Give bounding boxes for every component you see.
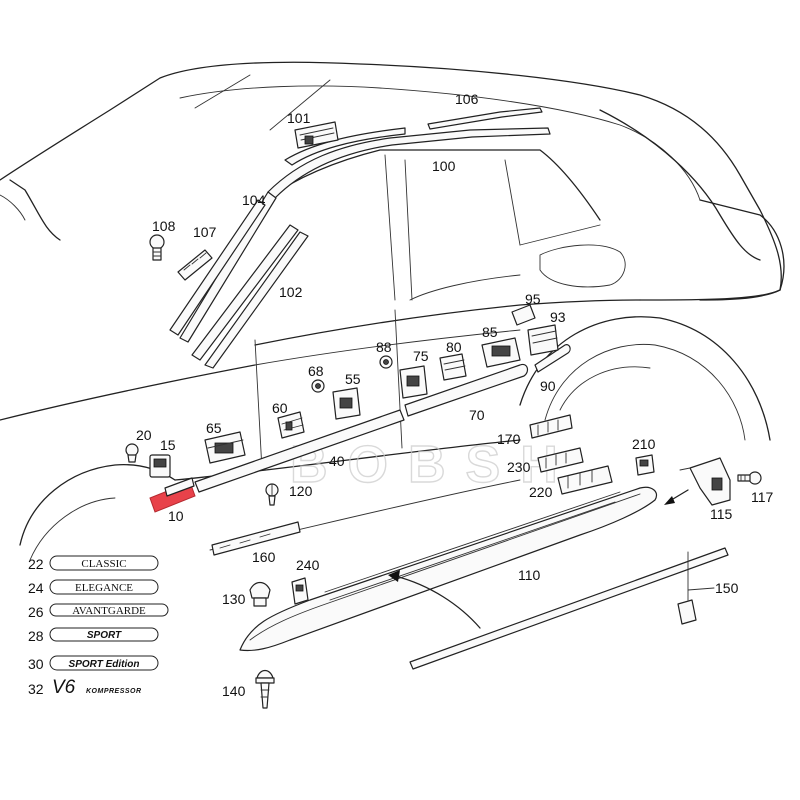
- label-20: 20: [136, 427, 152, 443]
- label-230: 230: [507, 459, 531, 475]
- sill-strip-160: [211, 521, 301, 556]
- end-trim-90: [534, 344, 571, 373]
- rocker-panel-110: [239, 486, 658, 652]
- svg-text:SPORT Edition: SPORT Edition: [69, 659, 140, 670]
- bracket-85: [481, 337, 521, 368]
- nut-130: [249, 581, 271, 607]
- label-40: 40: [329, 453, 345, 469]
- badge-sport: SPORT: [49, 627, 159, 642]
- badge-elegance: ELEGANCE: [49, 579, 159, 595]
- label-80: 80: [446, 339, 462, 355]
- label-130: 130: [222, 591, 246, 607]
- clip-60: [277, 411, 305, 439]
- badge-number-28: 28: [28, 628, 44, 644]
- part-number-labels: 106 101 100 104 108 107 102 95 93 85 88 …: [136, 91, 774, 699]
- badge-avantgarde: AVANTGARDE: [49, 603, 169, 617]
- clip-95: [511, 304, 536, 326]
- trim-piece-left: [164, 477, 195, 497]
- label-104: 104: [242, 192, 266, 208]
- screw-117: [737, 471, 762, 485]
- bracket-75: [399, 365, 428, 399]
- label-102: 102: [279, 284, 303, 300]
- badges-legend: CLASSIC ELEGANCE AVANTGARDE SPORT SPORT …: [28, 555, 169, 698]
- label-10: 10: [168, 508, 184, 524]
- label-220: 220: [529, 484, 553, 500]
- svg-text:ELEGANCE: ELEGANCE: [75, 582, 133, 594]
- label-95: 95: [525, 291, 541, 307]
- label-101: 101: [287, 110, 311, 126]
- nut-68: [311, 379, 325, 393]
- screw-120: [265, 483, 279, 506]
- badge-number-26: 26: [28, 604, 44, 620]
- nut-88: [379, 355, 393, 369]
- badge-number-30: 30: [28, 656, 44, 672]
- label-75: 75: [413, 348, 429, 364]
- bracket-115: [679, 457, 731, 506]
- label-70: 70: [469, 407, 485, 423]
- watermark-text: BOBSH: [290, 436, 578, 494]
- label-55: 55: [345, 371, 361, 387]
- svg-text:SPORT: SPORT: [87, 630, 122, 641]
- label-100: 100: [432, 158, 456, 174]
- svg-text:CLASSIC: CLASSIC: [81, 558, 126, 570]
- label-107: 107: [193, 224, 217, 240]
- label-85: 85: [482, 324, 498, 340]
- label-150: 150: [715, 580, 739, 596]
- clip-240: [291, 577, 309, 605]
- label-90: 90: [540, 378, 556, 394]
- label-240: 240: [296, 557, 320, 573]
- badge-number-22: 22: [28, 556, 44, 572]
- label-93: 93: [550, 309, 566, 325]
- clip-101: [294, 121, 339, 149]
- push-clip-140: [255, 669, 275, 709]
- roof-rail-molding-100: [267, 127, 551, 199]
- bracket-65: [204, 431, 246, 464]
- clip-15: [149, 454, 171, 478]
- door-molding-70: [404, 363, 529, 417]
- direction-arrow-large: [388, 570, 481, 629]
- clip-150-small: [677, 551, 697, 625]
- badge-number-32: 32: [28, 681, 44, 697]
- label-65: 65: [206, 420, 222, 436]
- label-170: 170: [497, 431, 521, 447]
- label-60: 60: [272, 400, 288, 416]
- svg-text:V6: V6: [52, 677, 76, 698]
- label-115: 115: [710, 506, 733, 522]
- clip-170: [529, 414, 573, 439]
- label-68: 68: [308, 363, 324, 379]
- badge-v6-kompressor: V6 KOMPRESSOR: [52, 677, 142, 698]
- label-120: 120: [289, 483, 313, 499]
- screw-108: [149, 234, 165, 261]
- label-140: 140: [222, 683, 246, 699]
- direction-arrow-small: [664, 489, 689, 505]
- a-pillar-molding-104: [169, 191, 277, 343]
- screw-20: [125, 443, 139, 463]
- badge-number-24: 24: [28, 580, 44, 596]
- badge-sport-edition: SPORT Edition: [49, 655, 159, 671]
- badge-classic: CLASSIC: [49, 555, 159, 571]
- label-106: 106: [455, 91, 479, 107]
- clip-80: [439, 353, 467, 381]
- label-15: 15: [160, 437, 176, 453]
- label-88: 88: [376, 339, 392, 355]
- clip-210: [635, 454, 655, 476]
- door-molding-40: [194, 409, 405, 493]
- clip-230: [537, 447, 584, 473]
- roof-molding-106: [427, 107, 543, 130]
- clip-107: [177, 249, 213, 281]
- svg-text:KOMPRESSOR: KOMPRESSOR: [86, 688, 142, 695]
- clip-93: [527, 324, 559, 356]
- label-160: 160: [252, 549, 276, 565]
- lower-strip-150: [409, 547, 729, 670]
- label-210: 210: [632, 436, 656, 452]
- svg-text:AVANTGARDE: AVANTGARDE: [72, 605, 146, 617]
- bracket-55: [332, 387, 361, 420]
- window-strip-102: [191, 224, 309, 369]
- leader-150: [687, 587, 715, 591]
- label-117: 117: [751, 489, 774, 505]
- label-110: 110: [518, 567, 541, 583]
- label-108: 108: [152, 218, 176, 234]
- clip-220: [557, 465, 613, 495]
